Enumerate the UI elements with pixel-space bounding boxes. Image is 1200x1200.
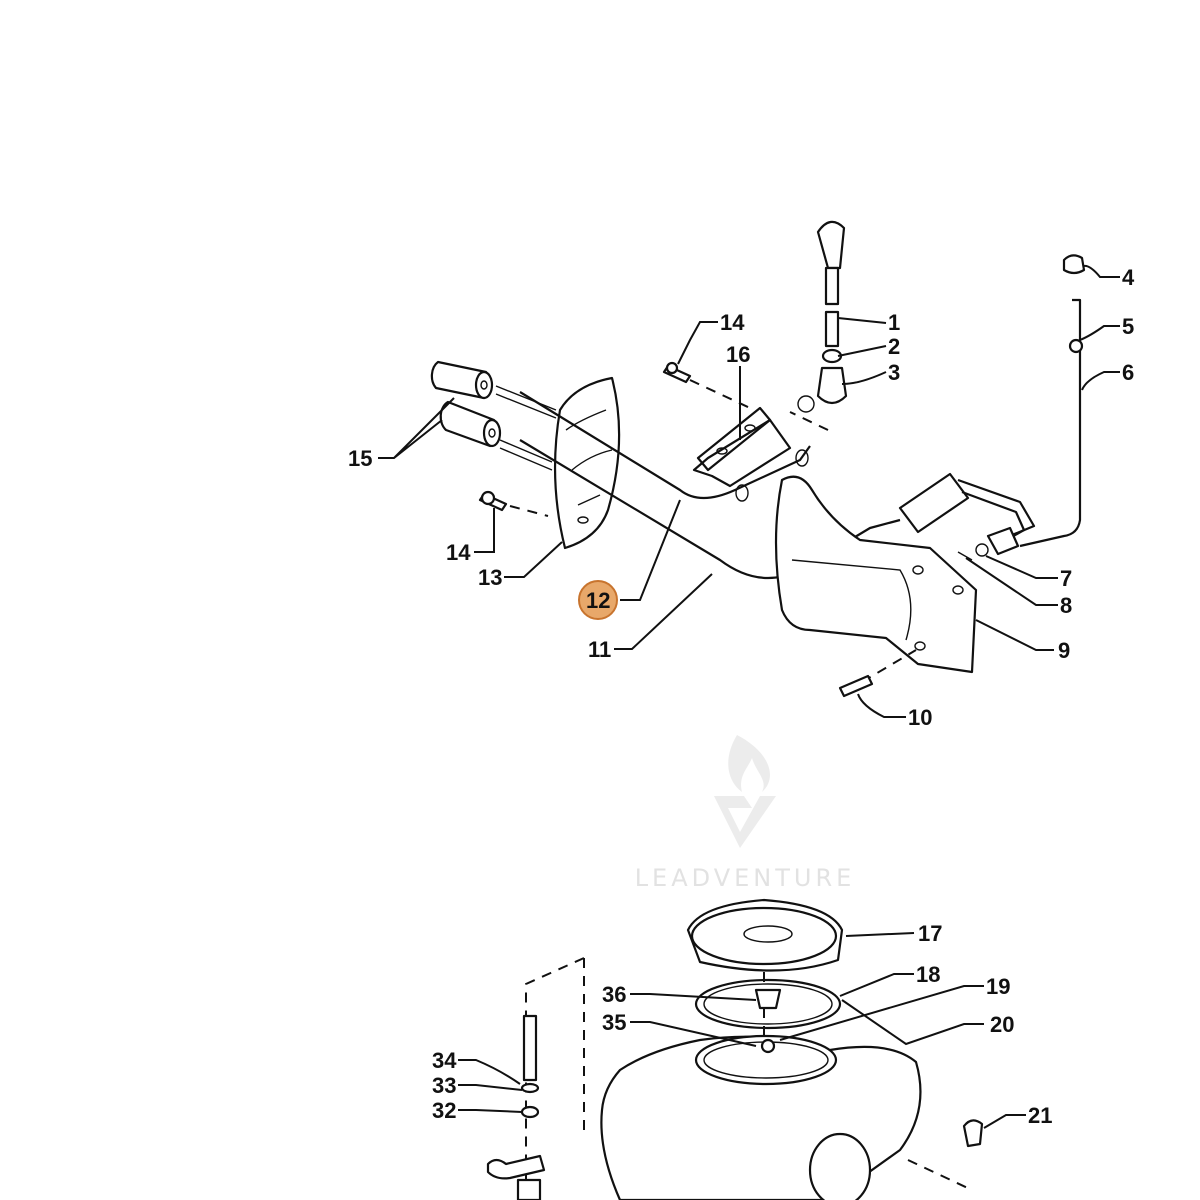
callout-35[interactable]: 35 (602, 1010, 626, 1035)
gasket-ring (694, 978, 842, 1030)
grip-lower (439, 400, 502, 448)
fitting-36 (754, 988, 782, 1010)
callout-6[interactable]: 6 (1122, 360, 1134, 385)
callout-32[interactable]: 32 (432, 1098, 456, 1123)
bracket (696, 406, 772, 472)
callout-9[interactable]: 9 (1058, 638, 1070, 663)
callout-2[interactable]: 2 (888, 334, 900, 359)
callout-16[interactable]: 16 (726, 342, 750, 367)
callout-14-lower[interactable]: 14 (446, 540, 471, 565)
end-fitting (986, 526, 1020, 556)
vertical-rod (1019, 298, 1082, 548)
mount-casting (774, 475, 978, 674)
callout-36[interactable]: 36 (602, 982, 626, 1007)
linkage-assembly (430, 220, 1086, 698)
grip-upper (430, 360, 494, 400)
rod-ends (495, 385, 557, 471)
bolt-10 (838, 674, 874, 698)
watermark-logo: LEADVENTURE (635, 735, 856, 892)
callout-5[interactable]: 5 (1122, 314, 1134, 339)
spring-cylinder (898, 472, 970, 534)
cap-4 (1062, 254, 1086, 275)
callout-15[interactable]: 15 (348, 446, 372, 471)
tank-assembly (486, 898, 984, 1200)
highlight-marker-12[interactable] (578, 580, 618, 620)
callout-4[interactable]: 4 (1122, 265, 1135, 290)
callout-33[interactable]: 33 (432, 1073, 456, 1098)
quadrant-plate (553, 376, 621, 550)
leader-lines (378, 264, 1120, 1129)
callout-12[interactable]: 12 (586, 588, 610, 613)
callout-21[interactable]: 21 (1028, 1103, 1052, 1128)
callout-18[interactable]: 18 (916, 962, 940, 987)
callout-3[interactable]: 3 (888, 360, 900, 385)
callout-10[interactable]: 10 (908, 705, 932, 730)
callout-11[interactable]: 11 (588, 637, 611, 662)
callout-19[interactable]: 19 (986, 974, 1010, 999)
callout-34[interactable]: 34 (432, 1048, 457, 1073)
callout-13[interactable]: 13 (478, 565, 502, 590)
pin-stack (797, 220, 848, 413)
callout-1[interactable]: 1 (888, 310, 900, 335)
tube-34 (522, 1014, 538, 1082)
watermark-text: LEADVENTURE (635, 864, 856, 892)
callout-8[interactable]: 8 (1060, 593, 1072, 618)
callout-20[interactable]: 20 (990, 1012, 1014, 1037)
callout-17[interactable]: 17 (918, 921, 942, 946)
valve-assembly (486, 1154, 546, 1180)
callout-7[interactable]: 7 (1060, 566, 1072, 591)
callout-labels: 1 2 3 4 5 6 7 8 9 10 11 12 13 14 14 15 1… (348, 265, 1135, 1128)
callout-14-upper[interactable]: 14 (720, 310, 745, 335)
drain-plug (962, 1119, 984, 1148)
control-rod-upper (519, 391, 811, 500)
